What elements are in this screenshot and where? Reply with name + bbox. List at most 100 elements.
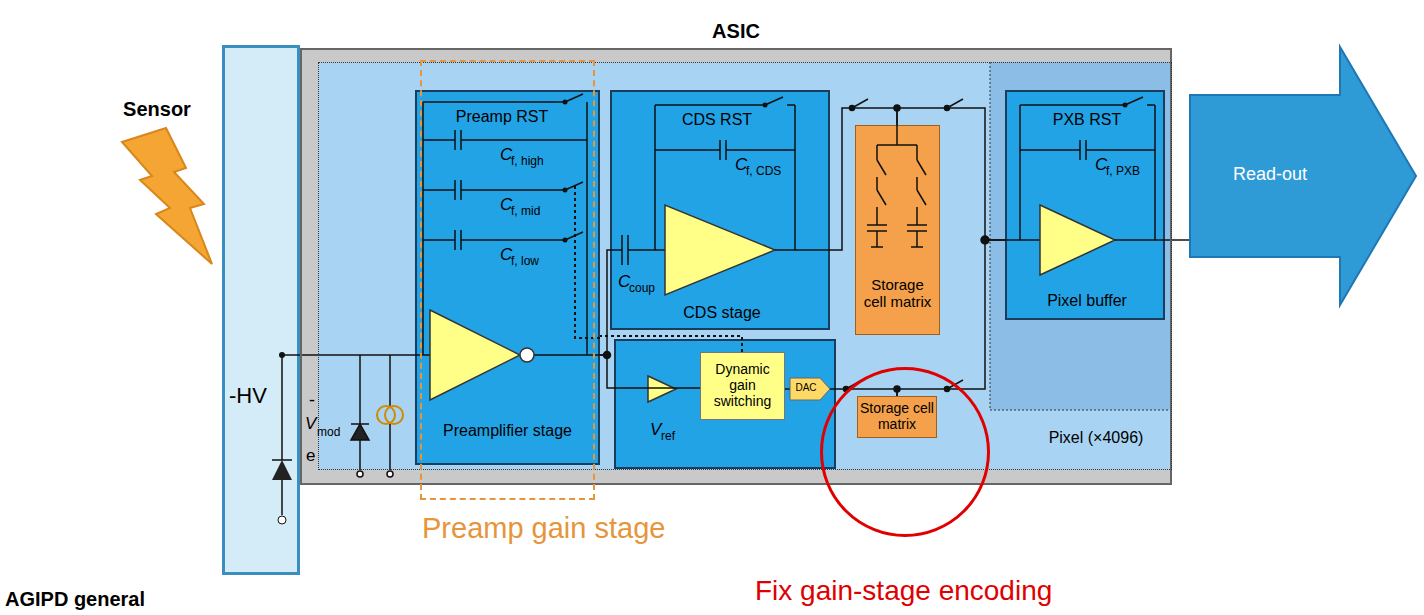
signal-wire [600, 355, 700, 388]
text-slot: -HV [229, 383, 281, 408]
node-label: DAC [790, 382, 822, 394]
node-label: Storage cell matrix [858, 276, 937, 311]
symbol-label: e [306, 446, 315, 466]
node-label: Preamp gain stage [422, 512, 665, 545]
node-label: Preamp RST [437, 108, 567, 126]
symbol-label: V [650, 420, 661, 440]
switch-symbol [765, 97, 783, 105]
switch-symbol [1125, 97, 1143, 105]
text-slot: Pixel (×4096) [1031, 429, 1161, 447]
wire [359, 355, 361, 424]
text-slot: f, PXB [1106, 165, 1140, 179]
text-slot: AGIPD general [5, 588, 145, 611]
highlight-circle: Fix gain-stage encoding [820, 367, 990, 537]
storage-box: Storage cell matrix [855, 125, 940, 335]
text-slot: DAC [790, 382, 822, 394]
switch-dot [563, 188, 568, 193]
feedback-cap [1020, 140, 1155, 160]
text-slot: CDS stage [662, 304, 782, 322]
switch-dot [1123, 103, 1128, 108]
subscript-label: f, PXB [1106, 165, 1140, 179]
node-caption: Pixel buffer [1017, 292, 1157, 310]
readout-arrow-box: Read-out [1190, 45, 1418, 307]
wire [794, 105, 796, 250]
text-slot: f, CDS [746, 165, 781, 179]
amplifier-symbol [1040, 205, 1115, 275]
asic-fill [300, 48, 1172, 485]
wire [359, 440, 361, 470]
text-slot: C [500, 245, 512, 265]
terminal [357, 471, 363, 477]
subscript-label: f, low [511, 255, 539, 269]
text-slot: CDS RST [667, 111, 767, 129]
node-caption: -HV [229, 383, 281, 408]
text-slot: mod [317, 426, 340, 440]
sensor-box: Sensor-HV [222, 45, 300, 575]
buffer-box: PXB RST Pixel buffer [1005, 90, 1165, 320]
text-slot: V [650, 420, 661, 440]
wire [1019, 105, 1021, 240]
text-slot: C [735, 155, 747, 175]
diode-symbol [351, 424, 369, 440]
node-label: Pixel (×4096) [1031, 429, 1161, 447]
wire [423, 101, 565, 103]
node-label: Storage cell matrix [860, 400, 934, 432]
text-slot: Pixel buffer [1017, 292, 1157, 310]
sensor-diode [222, 45, 300, 575]
terminal [387, 471, 393, 477]
text-slot: Preamplifier stage [417, 422, 598, 440]
amplifier-symbol [665, 205, 775, 295]
signal-wire [830, 389, 897, 396]
node-caption: Preamplifier stage [417, 422, 598, 440]
gain-switch-box: Dynamic gain switching [700, 352, 785, 420]
dac-box: DAC [790, 378, 830, 400]
storage-box: Storage cell matrix [857, 396, 937, 438]
comparator-symbol [648, 376, 676, 402]
subscript-label: ref [661, 430, 675, 444]
symbol-label: C [1095, 155, 1107, 175]
symbol-label: C [500, 245, 512, 265]
text-slot: PXB RST [1037, 111, 1137, 129]
signal-wire [600, 250, 610, 355]
terminal [278, 516, 286, 524]
wire [1147, 104, 1155, 106]
junction-dot [279, 352, 285, 358]
amplifier-symbol [430, 310, 520, 400]
wire [1005, 239, 1040, 241]
text-slot: C [500, 145, 512, 165]
text-slot: Preamp RST [437, 108, 567, 126]
text-slot: coup [629, 282, 655, 296]
wire [787, 104, 795, 106]
node-label: Sensor [107, 98, 207, 121]
wire [389, 424, 391, 470]
text-slot: C [618, 272, 630, 292]
subscript-label: mod [317, 426, 340, 440]
signal-wire [785, 388, 790, 390]
subscript-label: f, mid [511, 205, 540, 219]
text-slot: Sensor [107, 98, 207, 121]
text-slot: Fix gain-stage encoding [755, 575, 1052, 607]
text-slot: Preamp gain stage [422, 512, 665, 545]
node-label: Fix gain-stage encoding [755, 575, 1052, 607]
text-slot: f, high [511, 155, 544, 169]
inverter-bubble [520, 348, 534, 362]
gain-switch-box [615, 340, 835, 468]
subscript-label: f, high [511, 155, 544, 169]
switch-dot [563, 100, 568, 105]
wire [1115, 239, 1165, 241]
text-slot: Storage cell matrix [858, 276, 937, 311]
switch-symbol [565, 94, 583, 102]
subscript-label: coup [629, 282, 655, 296]
dac-outline [790, 378, 830, 400]
wire [654, 105, 656, 250]
wire [415, 354, 430, 356]
arrow-shape [1190, 47, 1416, 305]
symbol-label: V [305, 414, 316, 434]
node-label: ASIC [302, 20, 1170, 43]
switch-dot [763, 103, 768, 108]
text-slot: V [305, 414, 316, 434]
symbol-label: AGIPD general [5, 588, 145, 611]
symbol-label: C [500, 195, 512, 215]
diode-symbol [272, 460, 292, 480]
symbol-label: C [500, 145, 512, 165]
